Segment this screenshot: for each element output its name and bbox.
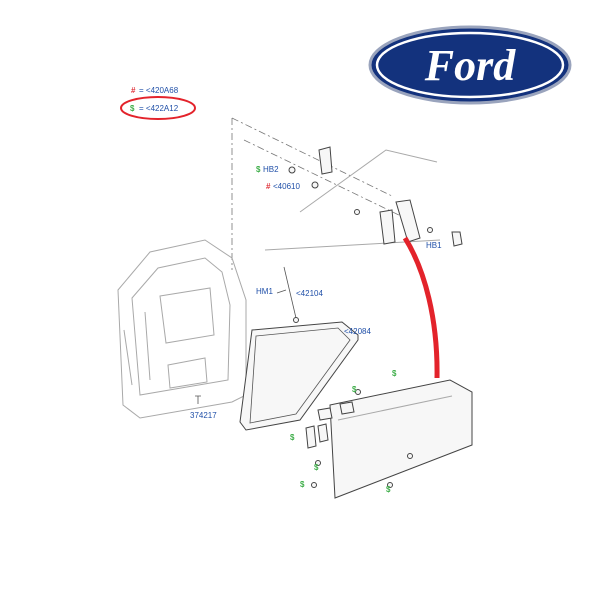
dashed-boundary xyxy=(231,117,441,270)
marker-dollar-5: $ xyxy=(300,480,305,489)
strut-42104 xyxy=(283,266,299,323)
legend-dollar-symbol: $ xyxy=(130,104,135,113)
legend: # = <420A68 $ = <422A12 xyxy=(120,86,196,120)
hinge-hb2 xyxy=(288,146,333,189)
callout-hm1: HM1 xyxy=(256,287,273,296)
marker-dollar-6: $ xyxy=(386,485,391,494)
bolt-374217 xyxy=(195,395,201,404)
legend-hash-text: = <420A68 xyxy=(139,86,179,95)
legend-highlight-circle xyxy=(120,96,196,120)
highlight-arrow xyxy=(402,236,440,379)
callout-hb2: HB2 xyxy=(263,165,279,174)
marker-hash-40610: # xyxy=(266,182,271,191)
marker-dollar-hb2: $ xyxy=(256,165,261,174)
legend-dollar-text: = <422A12 xyxy=(139,104,179,113)
glass-seal-42084 xyxy=(239,321,359,431)
glass-hinge-hardware xyxy=(305,389,413,488)
ford-logo: Ford xyxy=(368,25,572,105)
ford-logo-text: Ford xyxy=(424,41,516,90)
legend-hash-symbol: # xyxy=(131,86,136,95)
callout-42084: <42084 xyxy=(344,327,371,336)
marker-dollar-2: $ xyxy=(392,369,397,378)
hinge-hb1 xyxy=(354,199,463,247)
rear-glass xyxy=(329,379,473,499)
marker-dollar-1: $ xyxy=(352,385,357,394)
liftgate-body xyxy=(117,239,247,419)
marker-dollar-4: $ xyxy=(314,463,319,472)
marker-dollar-3: $ xyxy=(290,433,295,442)
callout-374217: 374217 xyxy=(190,411,217,420)
callout-hb1: HB1 xyxy=(426,241,442,250)
callout-40610: <40610 xyxy=(273,182,300,191)
callout-42104: <42104 xyxy=(296,289,323,298)
